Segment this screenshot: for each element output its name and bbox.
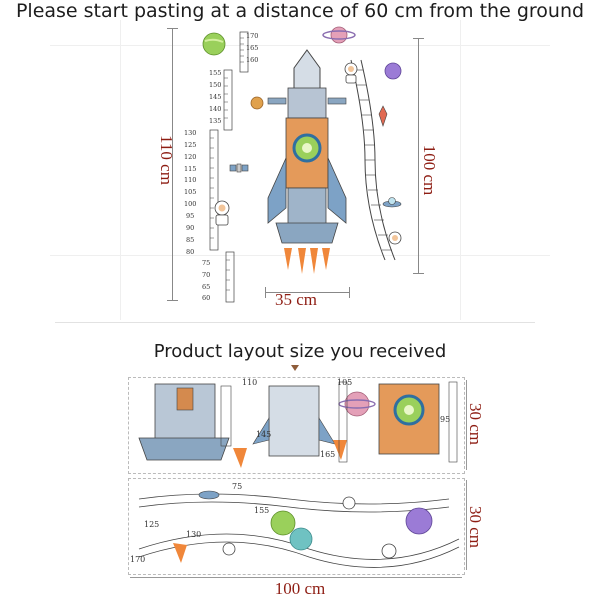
sheet-dimension-line [466, 380, 467, 470]
grid-line [55, 322, 535, 323]
height-dimension-cap [167, 28, 178, 29]
ruler-number: 85 [186, 236, 195, 244]
planet-icon [384, 62, 402, 80]
width-dimension-line [265, 292, 350, 293]
width-dimension-cap [349, 287, 350, 298]
sheet-number: 165 [320, 450, 336, 459]
sheet-number: 145 [256, 430, 272, 439]
sheet-number: 155 [254, 506, 270, 515]
ruler-number: 120 [184, 153, 197, 161]
sheet-height-bottom-label: 30 cm [466, 505, 485, 549]
rocket-dimension-cap [413, 38, 424, 39]
ruler-number: 90 [186, 224, 195, 232]
rocket-dimension-line [418, 38, 419, 274]
middle-heading: Product layout size you received [153, 341, 447, 362]
sheet-width-line [130, 577, 462, 578]
ladder-icon [350, 59, 396, 261]
astronaut-icon [214, 200, 230, 226]
arrow-down-icon [291, 365, 299, 371]
satellite-icon [229, 163, 249, 173]
grid-line [120, 20, 121, 320]
ruler-number: 60 [202, 294, 211, 302]
ruler-number: 135 [209, 117, 222, 125]
ufo-icon [382, 197, 402, 208]
ruler-number: 140 [209, 105, 222, 113]
ruler-number: 110 [184, 176, 197, 184]
ruler-number: 105 [184, 188, 197, 196]
sticker-sheet-bottom [128, 478, 465, 575]
astronaut-icon [344, 62, 358, 84]
assembled-width-label: 35 cm [275, 290, 318, 309]
ruler-number: 125 [184, 141, 197, 149]
planet-icon [378, 105, 388, 127]
ruler-number: 155 [209, 69, 222, 77]
grid-line [460, 20, 461, 320]
sheet-number: 75 [232, 482, 243, 491]
ruler-number: 160 [246, 56, 259, 64]
ruler-number: 130 [184, 129, 197, 137]
sheet-number: 125 [144, 520, 160, 529]
ruler-number: 115 [184, 165, 197, 173]
ladder-icon [138, 490, 460, 568]
ruler-number: 100 [184, 200, 197, 208]
planet-icon [250, 96, 264, 110]
ruler-number: 65 [202, 283, 211, 291]
height-dimension-cap [167, 300, 178, 301]
sheet-number: 105 [337, 378, 353, 387]
grid-line [50, 45, 550, 46]
top-heading: Please start pasting at a distance of 60… [15, 0, 585, 22]
ruler-number: 145 [209, 93, 222, 101]
planet-icon [322, 26, 356, 44]
sheet-number: 110 [242, 378, 258, 387]
sheet-number: 130 [186, 530, 202, 539]
ruler-number: 170 [246, 32, 259, 40]
height-dimension-line [172, 28, 173, 301]
sheet-width-label: 100 cm [274, 579, 326, 598]
rocket-dimension-cap [413, 273, 424, 274]
ruler-number: 75 [202, 259, 211, 267]
ruler-number: 80 [186, 248, 195, 256]
assembled-height-label: 110 cm [157, 135, 176, 185]
planet-icon [202, 32, 226, 56]
sticker-sheet-top [128, 377, 465, 474]
ruler-number: 165 [246, 44, 259, 52]
rocket-icon [267, 49, 347, 274]
ruler-number: 70 [202, 271, 211, 279]
sheet-height-top-label: 30 cm [466, 402, 485, 446]
rocket-height-label: 100 cm [420, 144, 439, 196]
rocket-icon [138, 381, 458, 468]
sheet-number: 170 [130, 555, 146, 564]
ruler-number: 150 [209, 81, 222, 89]
sheet-dimension-line [466, 480, 467, 570]
width-dimension-cap [265, 287, 266, 298]
height-ruler [209, 31, 249, 303]
ruler-number: 95 [186, 212, 195, 220]
astronaut-icon [388, 231, 402, 245]
sheet-number: 95 [440, 415, 451, 424]
